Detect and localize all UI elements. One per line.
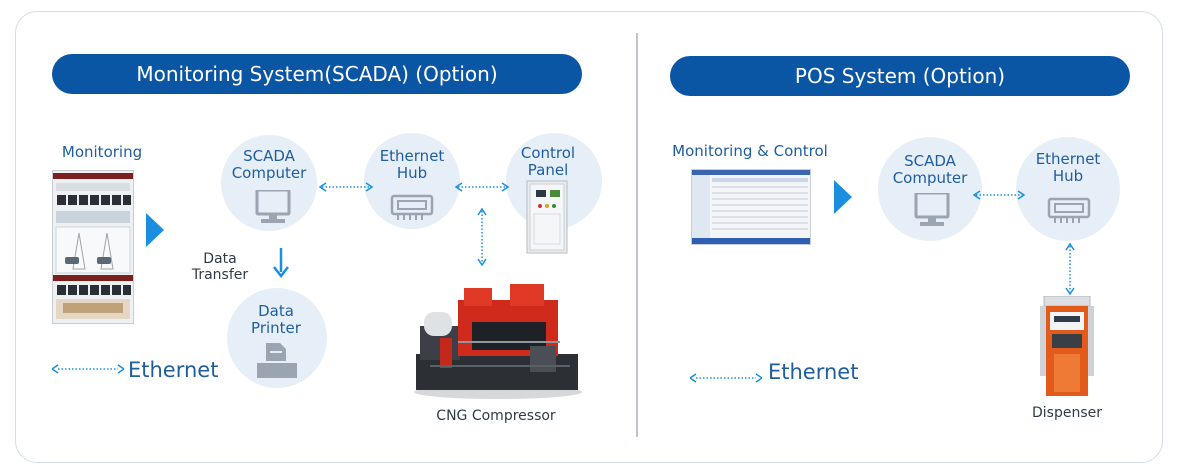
computer-monitor-icon <box>255 190 291 223</box>
ethernet-legend-label: Ethernet <box>128 358 219 382</box>
pos-screenshot <box>691 169 811 245</box>
monitoring-screen-graphic <box>53 171 133 323</box>
dispenser-label: Dispenser <box>1032 405 1102 421</box>
control-panel-cabinet-icon <box>526 180 568 254</box>
ethernet-hub-icon <box>390 194 434 220</box>
pos-title-pill: POS System (Option) <box>670 56 1130 96</box>
scada-title: Monitoring System(SCADA) (Option) <box>136 62 498 86</box>
pos-screen-graphic <box>692 170 810 244</box>
pos-ethernet-hub-node <box>1016 137 1120 241</box>
cng-compressor-image <box>414 284 582 399</box>
panel-divider <box>636 33 638 437</box>
connector-pos-scada-hub <box>972 190 1026 200</box>
connector-pos-hub-dispenser <box>1065 242 1075 296</box>
dispenser-image <box>1040 296 1094 396</box>
diagram-frame <box>15 11 1163 463</box>
connector-hub-control <box>454 182 510 192</box>
pos-ethernet-hub-icon <box>1047 197 1091 223</box>
monitoring-screenshot <box>52 170 134 324</box>
cng-compressor-label: CNG Compressor <box>436 408 556 424</box>
connector-scada-hub <box>318 182 374 192</box>
connector-hub-compressor <box>477 207 487 267</box>
pos-computer-monitor-icon <box>914 193 950 226</box>
monitoring-control-label: Monitoring & Control <box>672 142 828 160</box>
monitoring-arrow-icon <box>146 213 164 247</box>
pos-title: POS System (Option) <box>794 64 1006 88</box>
pos-ethernet-hub-label: Ethernet Hub <box>1035 150 1101 185</box>
printer-icon <box>257 343 297 378</box>
data-transfer-label: Data Transfer <box>191 251 249 283</box>
ethernet-legend-line-icon <box>52 364 124 374</box>
down-arrow-icon <box>273 248 289 278</box>
ethernet-hub-label: Ethernet Hub <box>379 147 445 182</box>
scada-title-pill: Monitoring System(SCADA) (Option) <box>52 54 582 94</box>
monitoring-label: Monitoring <box>61 143 143 161</box>
control-panel-label: Control Panel <box>520 144 576 179</box>
data-printer-label: Data Printer <box>251 302 301 337</box>
pos-ethernet-legend-line-icon <box>690 373 762 383</box>
scada-computer-label: SCADA Computer <box>231 147 307 182</box>
pos-ethernet-legend-label: Ethernet <box>768 360 859 384</box>
pos-scada-computer-label: SCADA Computer <box>892 152 968 187</box>
pos-arrow-icon <box>834 180 852 214</box>
